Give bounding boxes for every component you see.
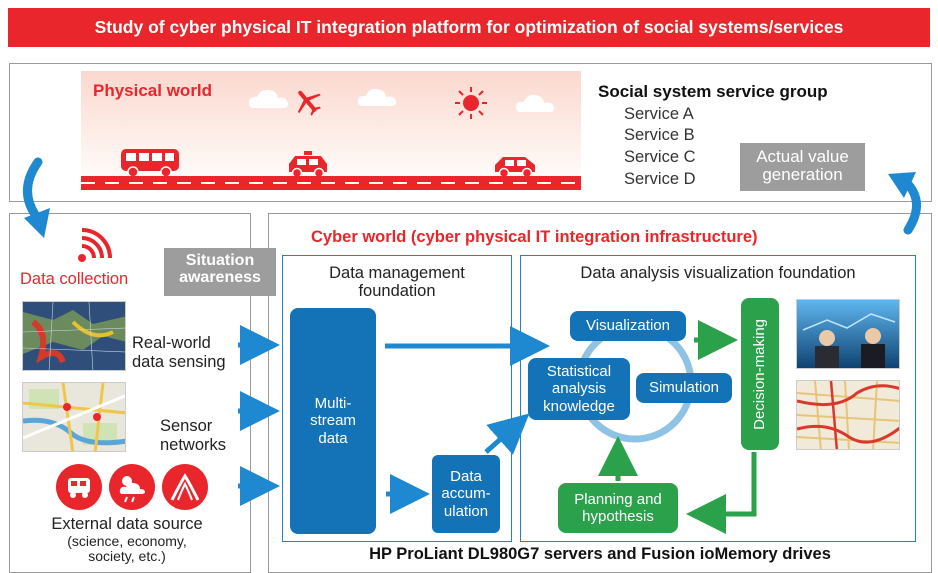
cyber-world-title: Cyber world (cyber physical IT integrati… — [311, 228, 758, 246]
taxi-icon — [289, 151, 327, 179]
hardware-label: HP ProLiant DL980G7 servers and Fusion i… — [369, 545, 831, 563]
accum-line3: ulation — [443, 502, 489, 520]
service-d-label: Service D — [624, 170, 696, 188]
page-title: Study of cyber physical IT integration p… — [8, 8, 930, 47]
signal-icon — [78, 228, 112, 262]
data-analysis-title: Data analysis visualization foundation — [580, 264, 856, 282]
car-icon — [495, 157, 535, 179]
multistream-line2: stream — [310, 412, 356, 430]
planning-line2: hypothesis — [582, 508, 654, 525]
decision-making-box: Decision-making — [741, 298, 779, 450]
service-group-title: Social system service group — [598, 82, 828, 101]
external-data-source-sub-1: (science, economy, — [67, 533, 187, 549]
meeting-image — [796, 299, 900, 369]
data-management-title-line1: Data management — [329, 264, 465, 282]
service-a-label: Service A — [624, 105, 694, 123]
planning-line1: Planning and — [574, 490, 662, 508]
data-accumulation-box: Data accum- ulation — [432, 455, 500, 533]
service-c-label: Service C — [624, 148, 696, 166]
planning-hypothesis-box: Planning and hypothesis — [558, 483, 678, 533]
data-collection-label: Data collection — [20, 270, 129, 288]
decision-making-label: Decision-making — [751, 318, 769, 430]
road-map-image — [796, 380, 900, 450]
sensor-map-image — [22, 382, 126, 452]
multistream-line3: data — [318, 429, 348, 447]
real-world-sensing-label-1: Real-world — [132, 334, 211, 352]
bus-icon — [121, 149, 179, 178]
physical-world-label: Physical world — [93, 81, 213, 100]
cloud-icon — [248, 89, 289, 108]
cloud-icon — [515, 94, 555, 112]
sensor-networks-label-2: networks — [160, 436, 227, 454]
sun-icon — [455, 87, 487, 119]
road-markings — [81, 182, 581, 184]
data-management-title: Data management foundation — [282, 264, 512, 300]
curved-arrow-up — [888, 172, 921, 235]
situation-awareness-box: Situation awareness — [164, 248, 276, 296]
airplane-icon — [297, 90, 321, 116]
weather-circle-icon — [109, 464, 155, 510]
weather-map-image — [22, 301, 126, 371]
actual-value-box: Actual value generation — [740, 143, 865, 191]
visualization-box: Visualization — [570, 311, 686, 341]
service-b-label: Service B — [624, 126, 695, 144]
real-world-sensing-label-2: data sensing — [132, 353, 226, 371]
sensor-networks-label-1: Sensor — [160, 417, 213, 435]
cloud-icon — [357, 88, 397, 106]
bus-circle-icon — [56, 464, 102, 510]
accum-line1: Data — [450, 468, 482, 486]
external-data-source-label: External data source — [51, 515, 203, 533]
statistical-analysis-box: Statistical analysis knowledge — [528, 358, 630, 420]
external-data-source-sub-2: society, etc.) — [88, 548, 166, 564]
multistream-data-box: Multi- stream data — [290, 308, 376, 534]
road-circle-icon — [162, 464, 208, 510]
statistical-line3: knowledge — [543, 397, 615, 415]
data-management-title-line2: foundation — [358, 282, 436, 301]
curved-arrow-down — [23, 157, 50, 238]
simulation-box: Simulation — [636, 373, 732, 403]
statistical-line2: analysis — [551, 380, 607, 398]
multistream-line1: Multi- — [314, 395, 352, 413]
accum-line2: accum- — [441, 485, 491, 503]
statistical-line1: Statistical — [546, 363, 612, 381]
